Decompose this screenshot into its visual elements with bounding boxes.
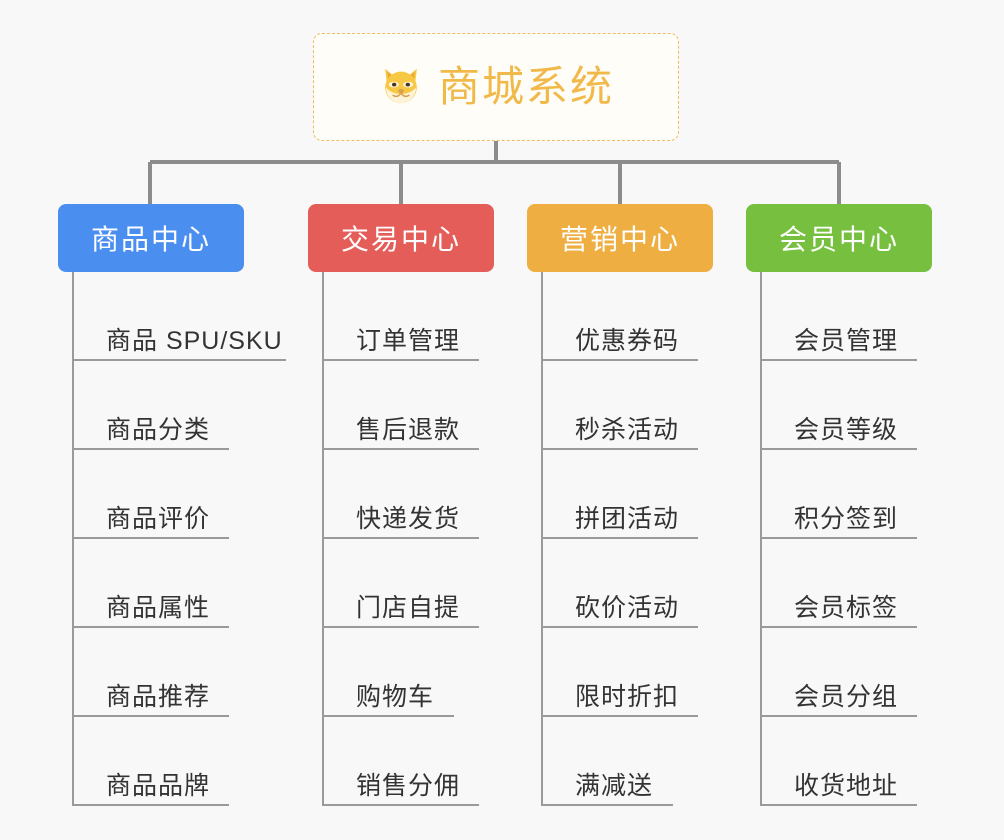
- leaf-label: 秒杀活动: [575, 415, 680, 444]
- leaf-label: 满减送: [575, 771, 654, 800]
- branch-column-member: 会员中心 会员管理 会员等级 积分签到 会员标签: [746, 204, 958, 806]
- leaf-label: 售后退款: [356, 415, 461, 444]
- branch-items-trade: 订单管理 售后退款 快递发货 门店自提 购物车: [322, 272, 520, 806]
- leaf-label: 砍价活动: [575, 593, 680, 622]
- leaf-rule: [74, 804, 229, 806]
- branch-header-label: 会员中心: [778, 224, 899, 255]
- leaf-rule: [762, 448, 917, 450]
- branch-header-product[interactable]: 商品中心: [58, 204, 244, 272]
- leaf-label: 商品品牌: [106, 771, 211, 800]
- list-item[interactable]: 订单管理: [324, 272, 520, 361]
- root-node[interactable]: 商城系统: [313, 33, 679, 141]
- list-item[interactable]: 商品 SPU/SKU: [74, 272, 296, 361]
- list-item[interactable]: 商品评价: [74, 450, 296, 539]
- list-item[interactable]: 快递发货: [324, 450, 520, 539]
- leaf-rule: [762, 626, 917, 628]
- leaf-label: 会员标签: [794, 593, 899, 622]
- list-item[interactable]: 会员等级: [762, 361, 958, 450]
- branch-header-label: 交易中心: [340, 224, 461, 255]
- leaf-rule: [543, 804, 673, 806]
- leaf-label: 商品 SPU/SKU: [106, 326, 283, 355]
- list-item[interactable]: 售后退款: [324, 361, 520, 450]
- leaf-label: 拼团活动: [575, 504, 680, 533]
- list-item[interactable]: 满减送: [543, 717, 739, 806]
- list-item[interactable]: 门店自提: [324, 539, 520, 628]
- leaf-rule: [74, 715, 229, 717]
- leaf-label: 快递发货: [356, 504, 461, 533]
- list-item[interactable]: 商品分类: [74, 361, 296, 450]
- leaf-rule: [324, 537, 479, 539]
- leaf-rule: [762, 715, 917, 717]
- branch-column-trade: 交易中心 订单管理 售后退款 快递发货 门店自提: [308, 204, 520, 806]
- list-item[interactable]: 商品属性: [74, 539, 296, 628]
- list-item[interactable]: 会员标签: [762, 539, 958, 628]
- leaf-label: 商品分类: [106, 415, 211, 444]
- leaf-rule: [324, 804, 479, 806]
- leaf-rule: [543, 448, 698, 450]
- list-item[interactable]: 销售分佣: [324, 717, 520, 806]
- leaf-rule: [74, 359, 286, 361]
- leaf-rule: [324, 448, 479, 450]
- list-item[interactable]: 商品品牌: [74, 717, 296, 806]
- leaf-label: 商品推荐: [106, 682, 211, 711]
- leaf-label: 会员管理: [794, 326, 899, 355]
- leaf-rule: [324, 626, 479, 628]
- leaf-label: 收货地址: [794, 771, 899, 800]
- branch-header-label: 营销中心: [559, 224, 680, 255]
- leaf-label: 商品属性: [106, 593, 211, 622]
- branch-header-marketing[interactable]: 营销中心: [527, 204, 713, 272]
- leaf-rule: [762, 359, 917, 361]
- leaf-rule: [74, 537, 229, 539]
- branch-header-member[interactable]: 会员中心: [746, 204, 932, 272]
- list-item[interactable]: 拼团活动: [543, 450, 739, 539]
- list-item[interactable]: 限时折扣: [543, 628, 739, 717]
- leaf-label: 商品评价: [106, 504, 211, 533]
- list-item[interactable]: 秒杀活动: [543, 361, 739, 450]
- leaf-label: 门店自提: [356, 593, 461, 622]
- list-item[interactable]: 购物车: [324, 628, 520, 717]
- leaf-label: 优惠券码: [575, 326, 680, 355]
- list-item[interactable]: 砍价活动: [543, 539, 739, 628]
- leaf-label: 会员分组: [794, 682, 899, 711]
- list-item[interactable]: 会员管理: [762, 272, 958, 361]
- leaf-label: 购物车: [356, 682, 435, 711]
- leaf-rule: [543, 359, 698, 361]
- list-item[interactable]: 收货地址: [762, 717, 958, 806]
- shiba-dog-face-icon: [378, 63, 424, 109]
- branch-items-member: 会员管理 会员等级 积分签到 会员标签 会员分组: [760, 272, 958, 806]
- branch-items-marketing: 优惠券码 秒杀活动 拼团活动 砍价活动 限时折扣: [541, 272, 739, 806]
- list-item[interactable]: 积分签到: [762, 450, 958, 539]
- leaf-rule: [762, 537, 917, 539]
- leaf-rule: [543, 715, 698, 717]
- branch-header-label: 商品中心: [90, 224, 211, 255]
- list-item[interactable]: 商品推荐: [74, 628, 296, 717]
- branch-header-trade[interactable]: 交易中心: [308, 204, 494, 272]
- leaf-rule: [74, 626, 229, 628]
- leaf-label: 订单管理: [356, 326, 461, 355]
- leaf-rule: [324, 715, 454, 717]
- leaf-label: 销售分佣: [356, 771, 461, 800]
- leaf-label: 积分签到: [794, 504, 899, 533]
- leaf-label: 限时折扣: [575, 682, 680, 711]
- branch-column-product: 商品中心 商品 SPU/SKU 商品分类 商品评价 商品属性: [58, 204, 296, 806]
- branch-column-marketing: 营销中心 优惠券码 秒杀活动 拼团活动 砍价活动: [527, 204, 739, 806]
- leaf-rule: [543, 626, 698, 628]
- leaf-label: 会员等级: [794, 415, 899, 444]
- root-title: 商城系统: [437, 63, 614, 110]
- leaf-rule: [543, 537, 698, 539]
- leaf-rule: [762, 804, 917, 806]
- leaf-rule: [324, 359, 479, 361]
- list-item[interactable]: 会员分组: [762, 628, 958, 717]
- leaf-rule: [74, 448, 229, 450]
- branch-items-product: 商品 SPU/SKU 商品分类 商品评价 商品属性 商品推荐: [72, 272, 296, 806]
- list-item[interactable]: 优惠券码: [543, 272, 739, 361]
